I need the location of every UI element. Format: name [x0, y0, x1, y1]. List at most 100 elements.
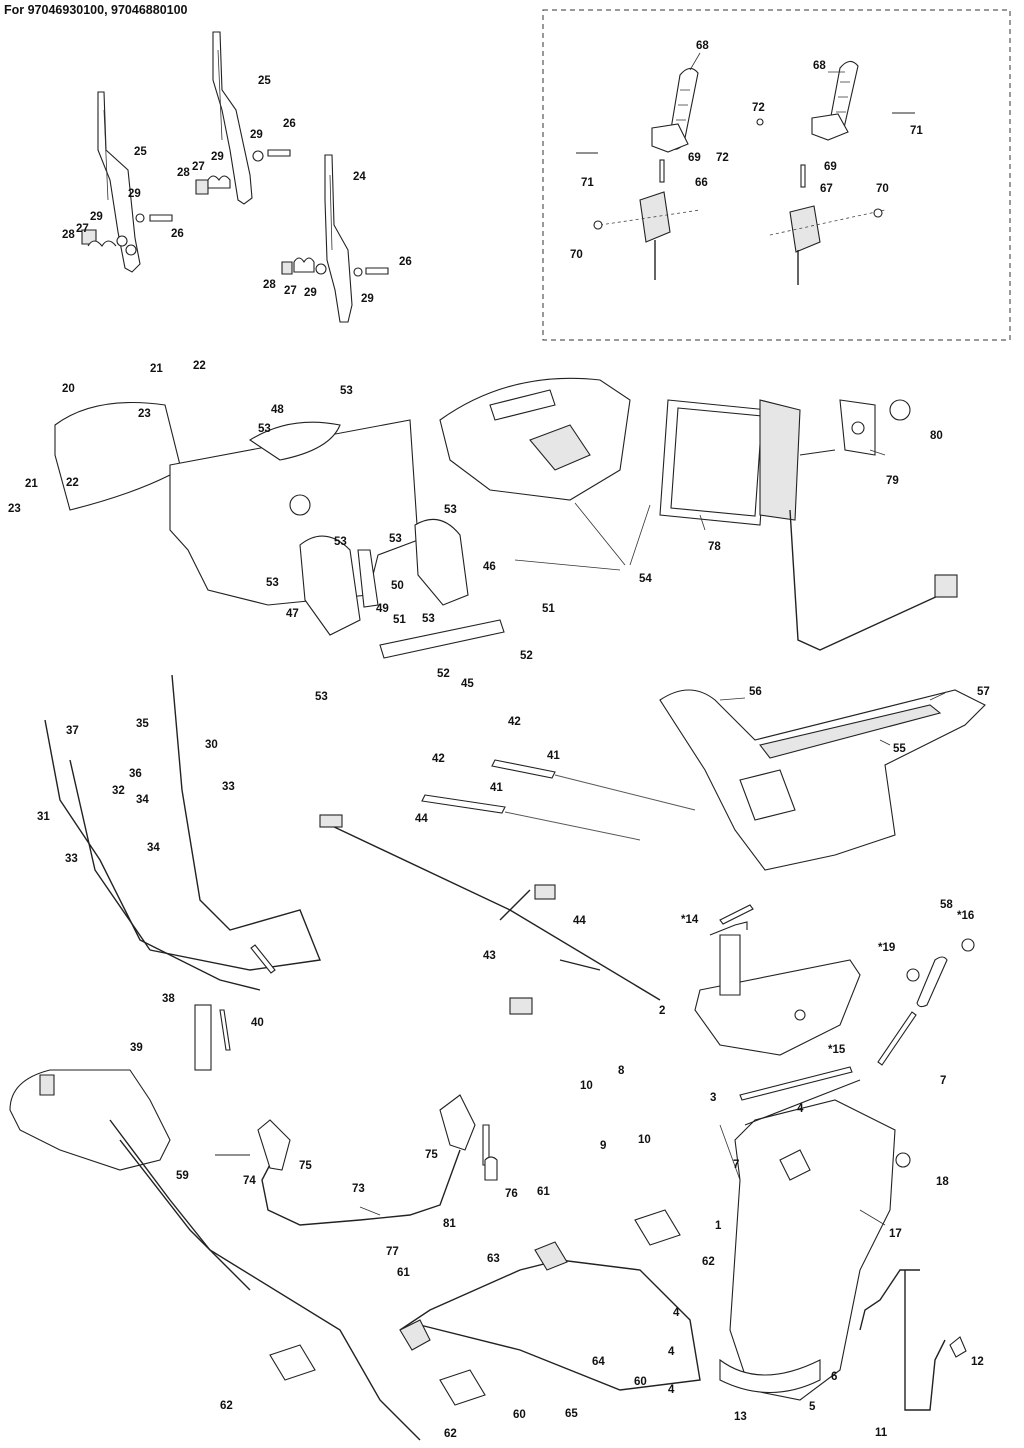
callout-49: 49 [376, 603, 389, 615]
callout-4: 4 [673, 1307, 680, 1319]
leader-lines [359, 52, 946, 1226]
callout-28: 28 [263, 279, 276, 291]
inset-box [542, 9, 1011, 341]
tube-11 [859, 1269, 967, 1411]
callout-12: 12 [971, 1356, 984, 1368]
callout-77: 77 [386, 1246, 399, 1258]
callout-4: 4 [797, 1103, 804, 1115]
callout-7: 7 [733, 1159, 739, 1171]
callout-34: 34 [147, 842, 160, 854]
callout-26: 26 [283, 118, 296, 130]
callout-48: 48 [271, 404, 284, 416]
callout-73: 73 [352, 1183, 365, 1195]
dash-panel-48 [169, 419, 505, 659]
callout-20: 20 [62, 383, 75, 395]
callout-28: 28 [177, 167, 190, 179]
lever-assembly-left [81, 91, 173, 273]
callout-52: 52 [520, 650, 533, 662]
callout-21: 21 [150, 363, 163, 375]
callout-10: 10 [638, 1134, 651, 1146]
callout-71: 71 [581, 177, 594, 189]
callout-44: 44 [573, 915, 586, 927]
callout-24: 24 [353, 171, 366, 183]
control-bracket-59 [9, 1069, 421, 1441]
callout-26: 26 [171, 228, 184, 240]
callout-32: 32 [112, 785, 125, 797]
callout-2: 2 [659, 1005, 665, 1017]
callout-labels: 68 68 72 72 71 71 69 69 66 67 70 70 25 2… [8, 40, 990, 1440]
callout-53: 53 [266, 577, 279, 589]
callout-78: 78 [708, 541, 721, 553]
callout-17: 17 [889, 1228, 902, 1240]
callout-70: 70 [570, 249, 583, 261]
callout-33: 33 [65, 853, 78, 865]
callout-72: 72 [716, 152, 729, 164]
work-light-78 [659, 399, 958, 651]
callout-60: 60 [513, 1409, 526, 1421]
callout-16: *16 [957, 910, 974, 922]
callout-51: 51 [542, 603, 555, 615]
callout-47: 47 [286, 608, 299, 620]
callout-46: 46 [483, 561, 496, 573]
top-shroud [439, 377, 631, 501]
callout-54: 54 [639, 573, 652, 585]
chute-1 [719, 1079, 896, 1401]
callout-15: *15 [828, 1044, 846, 1056]
callout-19: *19 [878, 942, 895, 954]
callout-35: 35 [136, 718, 149, 730]
callout-57: 57 [977, 686, 990, 698]
callout-58: 58 [940, 899, 953, 911]
callout-27: 27 [192, 161, 205, 173]
callout-33: 33 [222, 781, 235, 793]
callout-8: 8 [618, 1065, 625, 1077]
callout-75: 75 [425, 1149, 438, 1161]
cable-73 [215, 1094, 498, 1226]
callout-53: 53 [444, 504, 457, 516]
callout-53: 53 [422, 613, 435, 625]
callout-53: 53 [258, 423, 271, 435]
callout-38: 38 [162, 993, 175, 1005]
callout-69: 69 [824, 161, 837, 173]
model-numbers-header: For 97046930100, 97046880100 [4, 3, 188, 17]
callout-64: 64 [592, 1356, 605, 1368]
callout-41: 41 [547, 750, 560, 762]
callout-4: 4 [668, 1346, 675, 1358]
callout-44: 44 [415, 813, 428, 825]
callout-72: 72 [752, 102, 765, 114]
callout-27: 27 [76, 223, 89, 235]
lever-assembly-middle [195, 31, 291, 205]
deflector-2 [694, 904, 861, 1056]
callout-3: 3 [710, 1092, 716, 1104]
callout-59: 59 [176, 1170, 189, 1182]
callout-42: 42 [508, 716, 521, 728]
callout-34: 34 [136, 794, 149, 806]
callout-52: 52 [437, 668, 450, 680]
callout-1: 1 [715, 1220, 722, 1232]
handle-assembly-left [576, 67, 701, 280]
callout-61: 61 [397, 1267, 410, 1279]
callout-25: 25 [134, 146, 147, 158]
rod-7 [877, 938, 975, 1066]
callout-22: 22 [193, 360, 206, 372]
callout-60: 60 [634, 1376, 647, 1388]
callout-45: 45 [461, 678, 474, 690]
callout-26: 26 [399, 256, 412, 268]
bar-3 [739, 1066, 853, 1101]
callout-9: 9 [600, 1140, 606, 1152]
nut-18 [895, 1152, 911, 1168]
callout-14: *14 [681, 914, 699, 926]
callout-30: 30 [205, 739, 218, 751]
callout-53: 53 [334, 536, 347, 548]
callout-29: 29 [361, 293, 374, 305]
callout-10: 10 [580, 1080, 593, 1092]
callout-29: 29 [90, 211, 103, 223]
clamps-62 [269, 1209, 681, 1406]
cable-loop-lower [399, 1241, 701, 1391]
callout-53: 53 [315, 691, 328, 703]
callout-42: 42 [432, 753, 445, 765]
callout-23: 23 [138, 408, 151, 420]
callout-81: 81 [443, 1218, 456, 1230]
callout-28: 28 [62, 229, 75, 241]
callout-5: 5 [809, 1401, 816, 1413]
